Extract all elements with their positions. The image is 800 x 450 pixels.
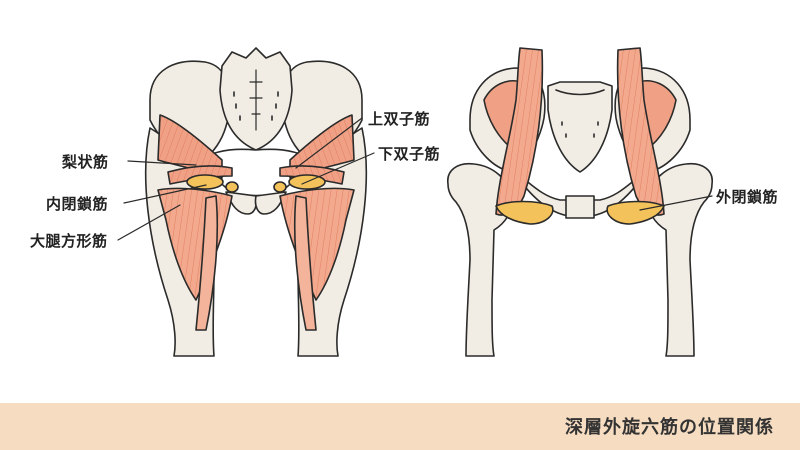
leader-obturator-internus [123,184,207,204]
label-obturator-externus: 外閉鎖筋 [716,188,779,206]
caption-bar [0,403,800,450]
label-quadratus-femoris: 大腿方形筋 [30,232,108,250]
caption-text: 深層外旋六筋の位置関係 [565,417,774,438]
leader-obturator-externus [639,195,713,211]
label-piriformis: 梨状筋 [62,153,109,171]
right-obturator-externus-muscle [606,200,665,225]
label-gemellus-inferior: 下双子筋 [378,145,441,163]
leader-gemellus-superior [295,117,363,169]
anterior-left-psoas-muscle [495,47,544,216]
left-obturator-internus-tendon [186,174,224,190]
anterior-sacrum [547,81,613,173]
leader-quadratus-femoris [117,204,181,241]
leader-gemellus-inferior [301,152,375,185]
right-posterior-muscle-sheet [289,114,355,179]
label-obturator-internus: 内閉鎖筋 [46,195,109,213]
label-gemellus-superior: 上双子筋 [368,110,431,128]
posterior-view [117,47,375,357]
anterior-view [447,47,713,357]
anterior-right-psoas-muscle [616,47,665,216]
left-obturator-externus-muscle [495,200,554,225]
leader-piriformis [127,160,197,166]
